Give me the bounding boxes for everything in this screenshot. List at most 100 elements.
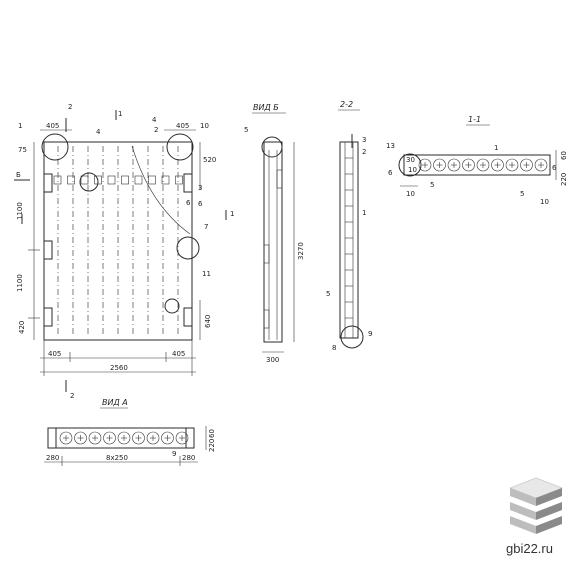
view-a-title: ВИД А	[102, 398, 128, 407]
void-plug	[53, 175, 62, 185]
view-b-arrow-label: Б	[16, 171, 21, 179]
embed-right-2	[183, 307, 193, 327]
void-circle	[534, 158, 548, 172]
void-circle	[161, 431, 174, 445]
view-b-loop-circle	[261, 136, 283, 158]
section-11-dim-left-b: 10	[408, 166, 417, 174]
section-11-callout-13: 13	[386, 142, 395, 150]
logo-slab-bot-right	[536, 516, 562, 534]
view-a-voids	[59, 431, 189, 445]
void-circle	[433, 158, 446, 172]
dim-corner-left: 75	[18, 146, 27, 154]
panel-void-lines	[57, 146, 179, 336]
callout-7: 7	[204, 223, 208, 231]
view-a-dim-right: 280	[182, 454, 195, 462]
dim-right-top: 520	[203, 156, 216, 164]
section-11-detail-circle	[398, 153, 422, 177]
arrow-1-side-label: 1	[230, 210, 234, 218]
embed-left-1	[43, 173, 53, 193]
view-b-title: ВИД Б	[253, 103, 279, 112]
section-22-callout-8: 8	[332, 344, 336, 352]
section-22-title: 2-2	[340, 100, 353, 109]
void-plug	[134, 175, 143, 185]
dim-left-lower: 1100	[16, 274, 24, 292]
cut-2-bottom-label: 2	[70, 392, 74, 400]
void-plug	[67, 175, 75, 185]
void-circle	[505, 158, 519, 172]
view-b: ВИД Б 5 3270 300	[244, 103, 305, 364]
dim-bottom-left: 405	[48, 350, 61, 358]
void-plug	[94, 175, 102, 185]
callout-2: 2	[154, 126, 158, 134]
callout-3: 3	[198, 184, 202, 192]
void-plug	[107, 175, 116, 185]
section-22-callout-1: 1	[362, 209, 366, 217]
section-22-callout-2: 2	[362, 148, 366, 156]
void-circle	[447, 158, 461, 172]
section-11-callout-5a: 5	[430, 181, 434, 189]
void-plug	[148, 175, 156, 185]
void-circle	[59, 431, 73, 445]
logo-slab-mid-left	[510, 502, 536, 520]
logo-slab-mid-right	[536, 502, 562, 520]
callout-4a: 4	[96, 128, 101, 136]
section-11-dim-right-a: 60	[560, 151, 568, 160]
lifting-loop-left	[41, 133, 69, 161]
detail-circle-4	[79, 172, 99, 192]
section-11-dim-left-a: 30	[406, 156, 415, 164]
view-a-dim-left: 280	[46, 454, 59, 462]
void-plug	[121, 175, 129, 185]
view-b-dim-width-label: 300	[266, 356, 279, 364]
dim-left-bottom: 420	[18, 321, 26, 334]
logo-slab-top-left	[510, 488, 536, 506]
void-circle	[74, 431, 87, 445]
view-a-height-b: 220	[208, 439, 216, 452]
void-circle	[476, 158, 490, 172]
void-circle	[146, 431, 160, 445]
section-11-callout-1: 1	[494, 144, 498, 152]
dim-left-upper: 1100	[16, 202, 24, 220]
view-b-embed-1	[263, 244, 270, 264]
void-circle	[418, 158, 432, 172]
sling-curve	[131, 145, 191, 235]
void-circle	[491, 158, 504, 172]
embed-left-3	[43, 307, 53, 327]
section-11-dim-right-b: 220	[560, 173, 568, 186]
section-11-callout-10a: 10	[406, 190, 415, 198]
void-plug	[175, 175, 183, 185]
view-b-callout-5: 5	[244, 126, 248, 134]
dim-bottom-right: 405	[172, 350, 185, 358]
void-circle	[520, 158, 533, 172]
void-circle	[117, 431, 131, 445]
view-a-callout-9: 9	[172, 450, 176, 458]
callout-10: 10	[200, 122, 209, 130]
view-a: ВИД А 280 8x250 280 9 60 220	[44, 398, 216, 466]
view-a-dim-mid: 8x250	[106, 454, 128, 462]
cut-2-top-label: 2	[68, 103, 72, 111]
logo-slab-bot-left	[510, 516, 536, 534]
section-22-ribs	[345, 157, 353, 319]
void-circle	[103, 431, 116, 445]
embed-left-2	[43, 240, 53, 260]
view-b-embed-3	[276, 169, 283, 189]
callout-6a: 6	[186, 199, 191, 207]
view-a-end-left	[47, 427, 57, 449]
section-11-callout-6a: 6	[388, 169, 393, 177]
section-11-callout-5b: 5	[520, 190, 524, 198]
void-circle	[175, 431, 189, 445]
section-22-callout-9: 9	[368, 330, 372, 338]
site-logo	[509, 477, 563, 534]
section-11-voids	[418, 158, 548, 172]
section-11-callout-10b: 10	[540, 198, 549, 206]
view-a-end-right	[185, 427, 195, 449]
callout-1: 1	[18, 122, 22, 130]
section-22-detail-9	[340, 325, 364, 349]
void-circle	[462, 158, 475, 172]
section-22-callout-3: 3	[362, 136, 366, 144]
callout-4b: 4	[152, 116, 157, 124]
void-circle	[132, 431, 145, 445]
section-22-body	[339, 141, 359, 339]
plan-view: 2 2 1 1 Б 405 405 75 520 1100 1100 420 6…	[14, 103, 234, 400]
section-22-callout-5: 5	[326, 290, 330, 298]
